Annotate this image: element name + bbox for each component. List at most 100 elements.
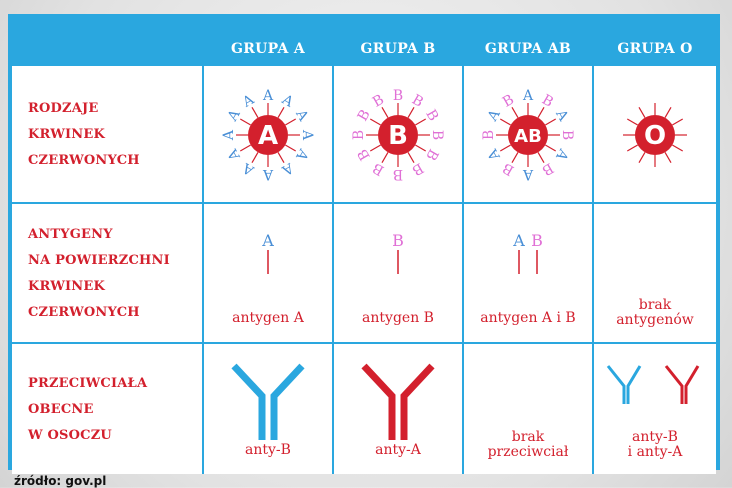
row-label-antigens: ANTYGENY NA POWIERZCHNI KRWINEK CZERWONY… bbox=[12, 204, 202, 342]
table-grid: GRUPA A GRUPA B GRUPA AB GRUPA O RODZAJE… bbox=[12, 34, 716, 474]
antigen-spoke bbox=[511, 152, 519, 164]
header-group-a: GRUPA A bbox=[204, 34, 332, 64]
antigen-letter: A bbox=[239, 159, 257, 179]
antigen-letter: A bbox=[278, 159, 296, 179]
antigen-spoke bbox=[626, 144, 638, 152]
antibody-blue-icon bbox=[231, 363, 305, 440]
antigen-letter: A bbox=[224, 106, 244, 124]
antigen-cell-ab: A B antygen A i B bbox=[464, 204, 592, 342]
antigen-spoke bbox=[369, 144, 381, 152]
red-cell-body bbox=[248, 115, 288, 155]
antigen-letter: B bbox=[370, 159, 387, 178]
antigen-letter: A bbox=[522, 88, 534, 104]
row-label-red-cells: RODZAJE KRWINEK CZERWONYCH bbox=[12, 66, 202, 202]
blood-group-table: GRUPA A GRUPA B GRUPA AB GRUPA O RODZAJE… bbox=[8, 14, 720, 474]
antibody-caption-b: anty-A bbox=[375, 442, 421, 458]
row-label-line: NA POWIERZCHNI bbox=[28, 252, 170, 268]
red-cell-body bbox=[508, 115, 548, 155]
antigen-letter: B bbox=[409, 159, 426, 178]
antigen-spoke bbox=[537, 106, 545, 118]
antibody-cell-ab: brak przeciwciał bbox=[464, 344, 592, 474]
row-label-line: CZERWONYCH bbox=[28, 152, 140, 168]
caption-line: brak bbox=[638, 297, 672, 313]
antigen-spoke bbox=[277, 152, 285, 164]
antigen-b-icon: B bbox=[392, 231, 404, 274]
antigen-spoke bbox=[285, 144, 297, 152]
antigen-letter: A bbox=[262, 166, 274, 182]
antigen-spoke bbox=[672, 144, 684, 152]
antigen-spoke bbox=[251, 106, 259, 118]
antigen-letter: A bbox=[278, 91, 296, 111]
row-label-line: KRWINEK bbox=[28, 278, 105, 294]
caption-line: antygenów bbox=[616, 312, 694, 328]
header-group-b: GRUPA B bbox=[334, 34, 462, 64]
antigen-spoke bbox=[672, 118, 684, 126]
antigen-spoke bbox=[251, 152, 259, 164]
antigen-a-icon: A bbox=[261, 231, 274, 274]
antigen-letter-b: B bbox=[392, 231, 404, 250]
row-label-line: PRZECIWCIAŁA bbox=[28, 375, 148, 391]
antigen-letter: B bbox=[539, 159, 556, 178]
antigen-letter: A bbox=[224, 145, 244, 163]
antigen-spoke bbox=[638, 106, 646, 118]
red-cell-o-graphic: O bbox=[623, 103, 687, 167]
antigen-spoke bbox=[664, 152, 672, 164]
row-label-line: CZERWONYCH bbox=[28, 304, 140, 320]
antigen-spoke bbox=[369, 118, 381, 126]
antigen-spoke bbox=[664, 106, 672, 118]
red-cell-o: O bbox=[594, 66, 716, 202]
antigen-spoke bbox=[638, 152, 646, 164]
row-label-line: OBECNE bbox=[28, 401, 94, 417]
antigen-caption-ab: antygen A i B bbox=[480, 310, 576, 326]
header-group-ab: GRUPA AB bbox=[464, 34, 592, 64]
antigen-letter: A bbox=[262, 88, 274, 104]
antigen-caption-a: antygen A bbox=[232, 310, 304, 326]
caption-line: przeciwciał bbox=[487, 444, 569, 460]
antigen-spoke bbox=[239, 118, 251, 126]
antigen-letter-a: A bbox=[512, 231, 525, 250]
antigen-letter-a: A bbox=[261, 231, 274, 250]
antigen-spoke bbox=[626, 118, 638, 126]
antibody-caption-o: anty-B i anty-A bbox=[594, 430, 716, 460]
red-cell-body bbox=[635, 115, 675, 155]
antigen-letter: A bbox=[552, 106, 572, 124]
row-label-antibodies: PRZECIWCIAŁA OBECNE W OSOCZU bbox=[12, 344, 202, 474]
antigen-spoke bbox=[407, 152, 415, 164]
caption-line: brak bbox=[511, 429, 545, 445]
antigen-letter: B bbox=[429, 130, 445, 140]
caption-line: anty-B bbox=[632, 429, 678, 445]
antigen-spoke bbox=[381, 152, 389, 164]
antigen-spoke bbox=[277, 106, 285, 118]
antigen-spoke bbox=[381, 106, 389, 118]
antigen-caption-b: antygen B bbox=[362, 310, 434, 326]
antigen-letter: B bbox=[351, 130, 367, 140]
antigen-letter-b: B bbox=[531, 231, 543, 250]
antigen-letter: B bbox=[355, 107, 374, 124]
antibody-cell-a: anty-B bbox=[204, 344, 332, 474]
antigen-spoke bbox=[415, 118, 427, 126]
row-label-line: W OSOCZU bbox=[28, 427, 112, 443]
blood-group-letter: O bbox=[644, 121, 666, 151]
antigen-letter: B bbox=[393, 166, 403, 182]
antigen-letter: B bbox=[393, 88, 403, 104]
antigen-spoke bbox=[545, 144, 557, 152]
row-label-line: KRWINEK bbox=[28, 126, 105, 142]
row-label-line: RODZAJE bbox=[28, 100, 99, 116]
antigen-spoke bbox=[499, 118, 511, 126]
antigen-letter: B bbox=[422, 146, 441, 163]
antigen-cell-a: A antygen A bbox=[204, 204, 332, 342]
antibody-pair-icon bbox=[606, 365, 700, 404]
row-label-line: ANTYGENY bbox=[28, 226, 113, 242]
antigen-letter: A bbox=[484, 145, 504, 163]
blood-group-letter: B bbox=[388, 121, 408, 151]
blood-group-letter: A bbox=[258, 121, 278, 151]
antigen-letter: A bbox=[292, 106, 312, 124]
antibody-red-icon bbox=[361, 363, 435, 440]
antigen-cell-o: brak antygenów bbox=[594, 204, 716, 342]
antibody-cell-b: anty-A bbox=[334, 344, 462, 474]
antigen-letter: A bbox=[552, 145, 572, 163]
antibody-cell-o: anty-B i anty-A bbox=[594, 344, 716, 474]
